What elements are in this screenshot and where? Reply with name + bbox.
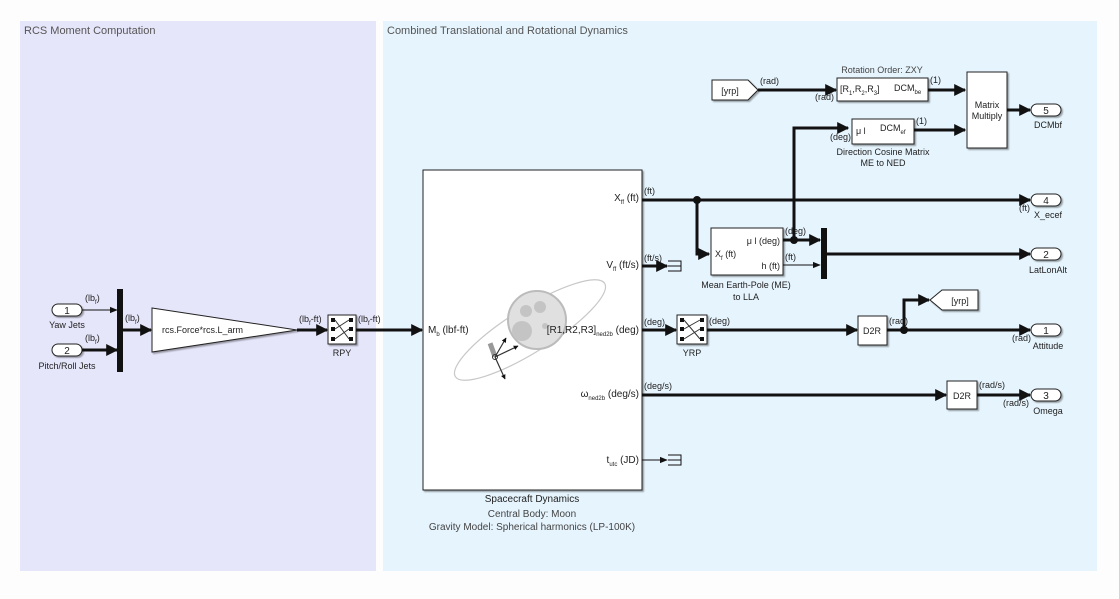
dcm-ef-block-name-2: ME to NED <box>860 158 906 168</box>
gravity-model-annotation: Gravity Model: Spherical harmonics (LP-1… <box>429 522 635 533</box>
signal-unit: (ft) <box>644 186 655 196</box>
selector-yrp-block[interactable]: YRP <box>676 314 708 358</box>
lla-block-name-2: to LLA <box>733 292 759 302</box>
port-label-xf: Xf (ft) <box>715 249 736 262</box>
signal-unit: (deg) <box>644 317 665 327</box>
signal-line[interactable] <box>792 122 850 240</box>
signal-line[interactable] <box>902 294 931 330</box>
moon-orbit-icon <box>453 279 607 381</box>
port-label-mb: Mb (lbf-ft) <box>428 325 469 338</box>
signal-unit: (deg/s) <box>644 381 672 391</box>
port-label-xff: Xff (ft) <box>614 193 639 206</box>
outport-dcmbf[interactable]: 5 DCMbf <box>1030 103 1063 130</box>
selector-name: YRP <box>683 348 702 358</box>
signal-unit: (lbf-ft) <box>358 314 381 327</box>
inport-yaw-jets[interactable]: 1 Yaw Jets <box>49 303 85 330</box>
signal-unit: (lbf) <box>85 293 100 306</box>
outport-number: 5 <box>1043 106 1049 117</box>
dcm-ef-input-label: μ l <box>856 126 866 136</box>
d2r-label: D2R <box>863 326 882 336</box>
area-title-rcs: RCS Moment Computation <box>24 25 156 37</box>
dcm-me-to-ned-block[interactable]: μ l DCMef <box>851 118 915 145</box>
signal-unit: (lbf) <box>85 333 100 346</box>
inport-name: Yaw Jets <box>49 320 85 330</box>
gain-block[interactable]: rcs.Force*rcs.L_arm <box>151 307 298 353</box>
signal-unit: (ft) <box>785 252 796 262</box>
outport-name: Attitude <box>1033 341 1064 351</box>
dcm-ef-output-label: DCMef <box>880 123 906 136</box>
dcm-be-output-label: DCMbe <box>894 83 922 96</box>
selector-rpy-block[interactable]: RPY <box>327 314 357 358</box>
from-yrp-block[interactable]: [yrp] <box>711 79 759 101</box>
signal-unit: (deg) <box>709 316 730 326</box>
area-rcs-moment-computation: RCS Moment Computation <box>20 21 376 571</box>
port-label-tutc: tutc (JD) <box>607 455 639 468</box>
outport-name: LatLonAlt <box>1029 265 1068 275</box>
spacecraft-dynamics-block[interactable]: Mb (lbf-ft) Xff (ft) Vff (ft/s) [R1,R2,R… <box>422 169 643 491</box>
signal-unit: (1) <box>930 75 941 85</box>
me-to-lla-block[interactable]: Xf (ft) μ l (deg) h (ft) <box>710 227 784 276</box>
gain-expression: rcs.Force*rcs.L_arm <box>162 325 243 335</box>
port-label-vff: Vff (ft/s) <box>606 260 639 273</box>
lla-block-name: Mean Earth-Pole (ME) <box>701 280 791 290</box>
d2r-omega-block[interactable]: D2R <box>946 380 978 410</box>
signal-unit: (lbf) <box>125 313 140 326</box>
matmul-label: Matrix <box>975 100 1000 110</box>
outport-number: 3 <box>1043 391 1049 402</box>
body-axes-icon <box>487 337 519 380</box>
signal-unit: (1) <box>916 116 927 126</box>
inport-number: 2 <box>64 346 70 357</box>
central-body-annotation: Central Body: Moon <box>488 509 576 520</box>
outport-latlonalt[interactable]: 2 LatLonAlt <box>1029 247 1068 275</box>
inport-name: Pitch/Roll Jets <box>38 361 96 371</box>
outport-number: 1 <box>1043 326 1049 337</box>
signal-unit: (ft/s) <box>644 253 662 263</box>
port-label-h: h (ft) <box>761 261 780 271</box>
rotation-order-annotation: Rotation Order: ZXY <box>841 65 923 75</box>
area-title-dynamics: Combined Translational and Rotational Dy… <box>387 25 628 37</box>
d2r-label: D2R <box>953 391 972 401</box>
spacecraft-block-name: Spacecraft Dynamics <box>485 494 579 505</box>
signal-unit: (deg) <box>830 132 851 142</box>
matmul-label-2: Multiply <box>972 111 1003 121</box>
outport-name: Omega <box>1033 406 1063 416</box>
outport-omega[interactable]: 3 Omega (rad/s) <box>1003 388 1063 416</box>
outport-number: 2 <box>1043 250 1049 261</box>
goto-yrp-block[interactable]: [yrp] <box>929 289 979 311</box>
signal-unit: (rad) <box>815 92 834 102</box>
goto-tag: [yrp] <box>951 296 969 306</box>
signal-unit: (rad) <box>889 316 908 326</box>
outport-number: 4 <box>1043 196 1049 207</box>
inport-pitch-roll-jets[interactable]: 2 Pitch/Roll Jets <box>38 343 96 371</box>
port-label-omega: ωned2b (deg/s) <box>581 389 639 402</box>
signal-unit: (rad/s) <box>979 380 1005 390</box>
inport-number: 1 <box>64 306 70 317</box>
outport-x-ecef[interactable]: 4 X_ecef (ft) <box>1019 193 1063 220</box>
mux-block[interactable] <box>117 289 123 372</box>
signal-unit: (lbf-ft) <box>299 314 322 327</box>
signal-unit: (rad) <box>760 76 779 86</box>
terminator-icon <box>668 260 682 272</box>
signal-unit: (ft) <box>1019 203 1030 213</box>
selector-name: RPY <box>333 348 352 358</box>
signal-unit: (rad/s) <box>1003 398 1029 408</box>
outport-name: DCMbf <box>1034 120 1063 130</box>
port-label-mu-l: μ l (deg) <box>747 236 780 246</box>
from-tag: [yrp] <box>721 86 739 96</box>
signal-unit: (rad) <box>1012 333 1031 343</box>
mux-lla-block[interactable] <box>821 228 827 279</box>
outport-name: X_ecef <box>1034 210 1063 220</box>
d2r-attitude-block[interactable]: D2R <box>857 315 888 346</box>
port-label-r123: [R1,R2,R3]ned2b (deg) <box>547 325 639 338</box>
signal-unit: (deg) <box>785 226 806 236</box>
terminator-icon <box>668 454 682 466</box>
matrix-multiply-block[interactable]: Matrix Multiply <box>966 71 1008 149</box>
outport-attitude[interactable]: 1 Attitude (rad) <box>1012 323 1064 351</box>
dcm-be-block[interactable]: [R1,R2,R3] DCMbe <box>836 77 929 102</box>
dcm-ef-block-name: Direction Cosine Matrix <box>836 147 930 157</box>
signal-line[interactable] <box>695 200 711 260</box>
